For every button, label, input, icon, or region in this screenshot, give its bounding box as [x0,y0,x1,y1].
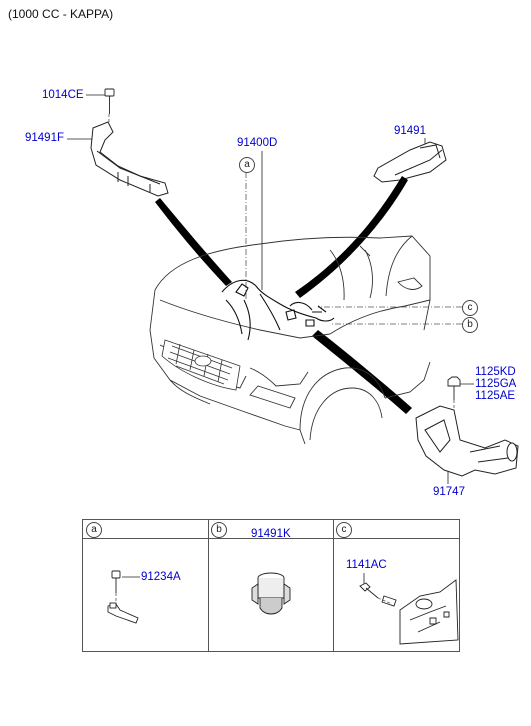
label-91491k[interactable]: 91491K [251,528,291,540]
arc-left [155,198,232,286]
label-1014ce[interactable]: 1014CE [42,89,84,101]
bolt-1125 [447,376,461,400]
box-91747 [415,405,519,477]
callout-a[interactable]: a [239,157,255,173]
grille [161,339,241,391]
sensor-91234a [107,602,139,624]
bracket-91491f [90,121,169,197]
label-1125kd[interactable]: 1125KD [475,366,516,378]
harness-91400d [221,279,335,341]
arc-right [295,176,408,298]
grommet-91491k [251,572,291,615]
callout-c[interactable]: c [462,300,478,316]
label-91491[interactable]: 91491 [394,125,426,137]
label-91747[interactable]: 91747 [433,486,465,498]
bolt-1014ce [104,88,115,114]
label-1125ga[interactable]: 1125GA [475,378,517,390]
table-divider-2 [333,520,334,651]
table-header-b: b [211,522,227,538]
vehicle-outline [149,235,431,445]
detail-table [82,519,460,652]
label-1141ac[interactable]: 1141AC [346,559,387,571]
bracket-91491 [373,141,447,183]
table-divider-1 [208,520,209,651]
label-1125ae[interactable]: 1125AE [475,390,516,402]
label-91491f[interactable]: 91491F [25,132,65,144]
arc-bottom [312,330,412,414]
page-title: (1000 CC - KAPPA) [8,7,114,21]
label-91400d[interactable]: 91400D [237,137,278,149]
bracket-c [381,579,459,645]
table-header-c: c [336,522,352,538]
table-header-a: a [86,522,102,538]
table-header-row [83,538,459,539]
callout-b[interactable]: b [462,317,478,333]
part-91234a [111,570,121,593]
label-91234a[interactable]: 91234A [141,571,181,583]
